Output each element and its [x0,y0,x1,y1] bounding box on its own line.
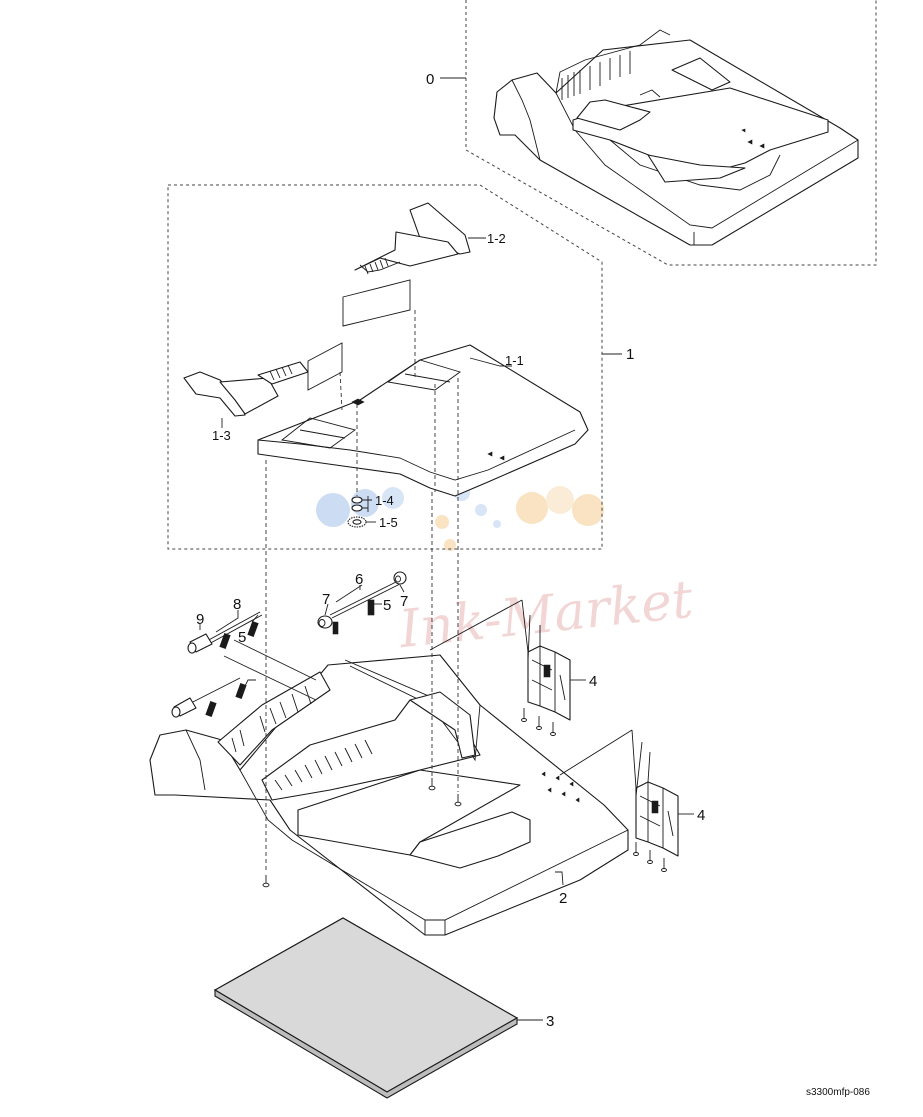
callout-9: 9 [196,611,204,628]
watermark-text: Ink-Market [396,570,696,661]
part-6-shaft [329,579,403,619]
part-4-hinge-upper [429,599,571,736]
callout-4-upper: 4 [589,673,597,690]
figure-id: s3300mfp-086 [806,1087,870,1098]
part-1-3-tray-extension [183,342,343,417]
part-7-rollers [317,571,407,629]
callout-1: 1 [626,346,634,363]
part-4-hinge-lower [559,729,679,872]
callout-1-5: 1-5 [379,515,398,530]
part-2-adf-body [149,654,629,936]
callout-6: 6 [355,571,363,588]
callout-7-right: 7 [400,593,408,610]
part-1-1-input-tray [257,344,589,497]
callout-labels: 0 1 1-1 1-2 1-3 1-4 1-5 2 3 4 4 5 5 6 7 … [196,71,705,1030]
part-8-shaft [184,611,263,707]
callout-4-lower: 4 [697,807,705,824]
part-3-document-pad [213,917,519,1099]
callout-3: 3 [546,1013,554,1030]
callout-8: 8 [233,596,241,613]
part-1-2-tray-extension [342,202,471,327]
watermark: Ink-Market [316,466,696,660]
assembly-0-boundary [465,0,877,266]
leader-lines [199,77,694,1021]
callout-5-right: 5 [383,597,391,614]
callout-2: 2 [559,890,567,907]
part-1-5-gear [347,516,367,528]
body-screws [262,778,462,888]
callout-1-3: 1-3 [212,428,231,443]
alignment-lines [265,310,459,873]
callout-1-4: 1-4 [375,493,394,508]
callout-1-1: 1-1 [505,353,524,368]
callout-5-left: 5 [238,629,246,646]
callout-1-2: 1-2 [487,231,506,246]
callout-7-left: 7 [322,591,330,608]
part-5-springs [205,599,375,717]
callout-0: 0 [426,71,434,88]
part-9-rollers [171,633,213,718]
assembly-1-boundary [167,184,603,550]
part-0-adf-assembly [493,29,859,246]
